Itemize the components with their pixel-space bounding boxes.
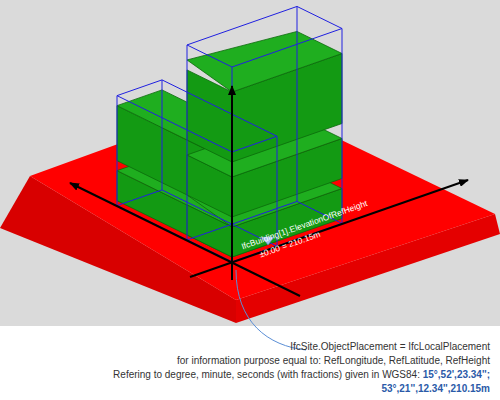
notes: IfcSite.ObjectPlacement = IfcLocalPlacem… (8, 340, 490, 396)
note-line: for information purpose equal to: RefLon… (8, 354, 490, 368)
note-line: Refering to degree, minute, seconds (wit… (8, 368, 490, 396)
note-text: Refering to degree, minute, seconds (wit… (113, 369, 420, 380)
note-line: IfcSite.ObjectPlacement = IfcLocalPlacem… (8, 340, 490, 354)
